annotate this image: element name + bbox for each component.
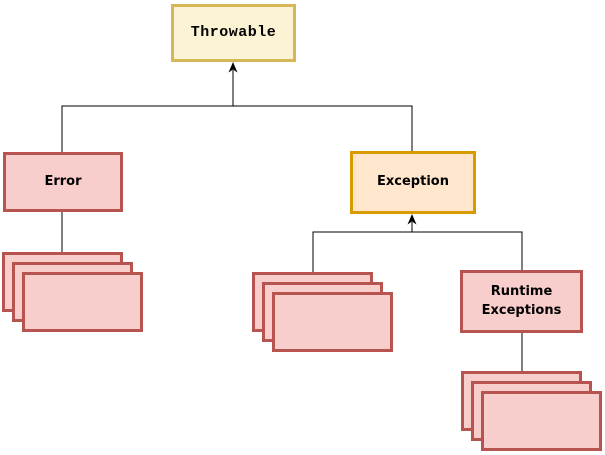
node-exception-label: Exception	[377, 174, 449, 190]
arrowhead-to-exception-icon	[407, 214, 417, 225]
stacked-card[interactable]	[22, 272, 143, 332]
arrowhead-to-throwable-icon	[228, 62, 238, 73]
stacked-card[interactable]	[272, 292, 393, 352]
connector-exception-branch	[312, 231, 523, 273]
node-throwable[interactable]: Throwable	[171, 4, 296, 62]
node-error-label: Error	[44, 173, 82, 189]
node-runtime-exceptions[interactable]: Runtime Exceptions	[460, 270, 583, 333]
node-exception[interactable]: Exception	[350, 151, 476, 214]
node-error[interactable]: Error	[3, 152, 123, 212]
node-throwable-label: Throwable	[190, 24, 277, 42]
node-runtime-exceptions-label: Runtime Exceptions	[481, 283, 562, 318]
connector-throwable-branch	[61, 105, 413, 152]
stacked-card[interactable]	[481, 391, 602, 451]
